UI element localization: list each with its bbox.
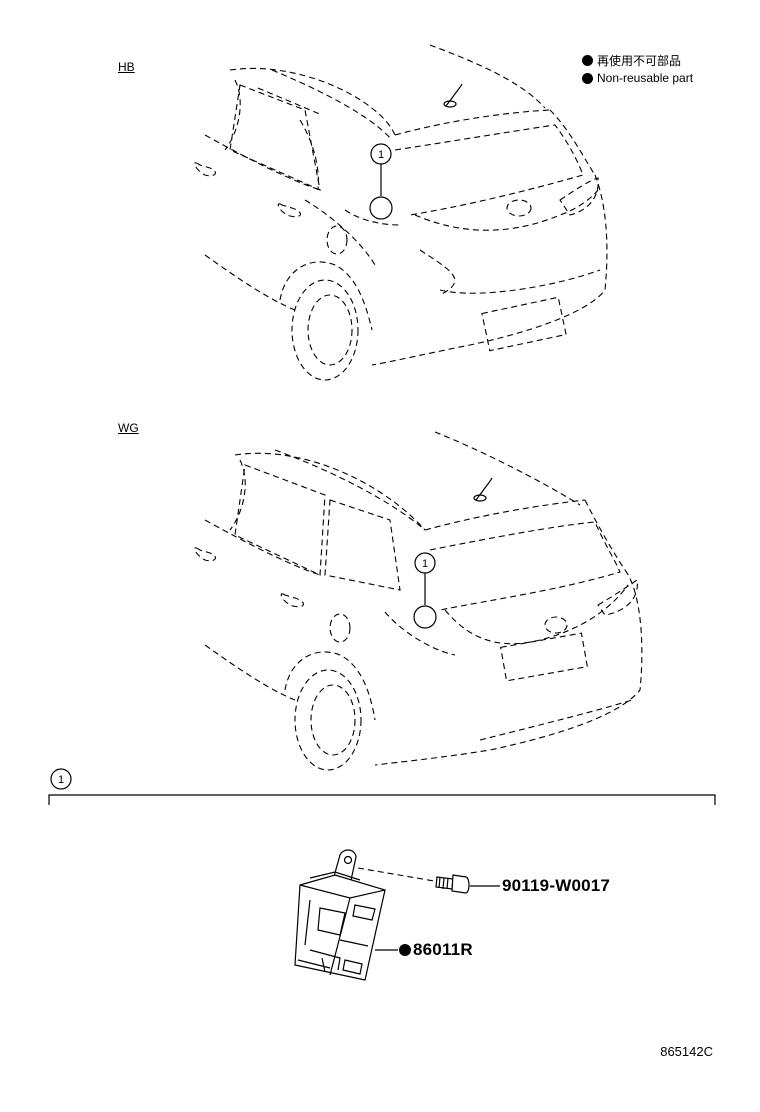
legend-non-reusable-jp: 再使用不可部品 (582, 52, 681, 69)
part-number-module-label: 86011R (413, 940, 473, 959)
hb-callout-number: 1 (378, 149, 384, 161)
legend-non-reusable-en: Non-reusable part (582, 71, 693, 85)
variant-label-wg: WG (118, 421, 139, 435)
legend-en-label: Non-reusable part (597, 71, 694, 85)
non-reusable-dot-icon (582, 72, 593, 84)
legend-jp-label: 再使用不可部品 (597, 54, 682, 68)
wg-callout-number: 1 (422, 558, 428, 570)
drawing-number: 865142C (660, 1044, 713, 1059)
variant-label-hb: HB (118, 60, 135, 74)
module-exploded-view (294, 849, 500, 981)
section-ref-number: 1 (58, 774, 64, 786)
wagon-car-illustration: 1 (194, 431, 643, 771)
part-number-module: 86011R (399, 940, 473, 960)
part-number-bolt: 90119-W0017 (502, 876, 611, 895)
section-header: 1 (48, 768, 716, 805)
non-reusable-dot-icon (399, 944, 411, 956)
non-reusable-dot-icon (582, 55, 593, 66)
hatchback-car-illustration: 1 (194, 44, 608, 381)
